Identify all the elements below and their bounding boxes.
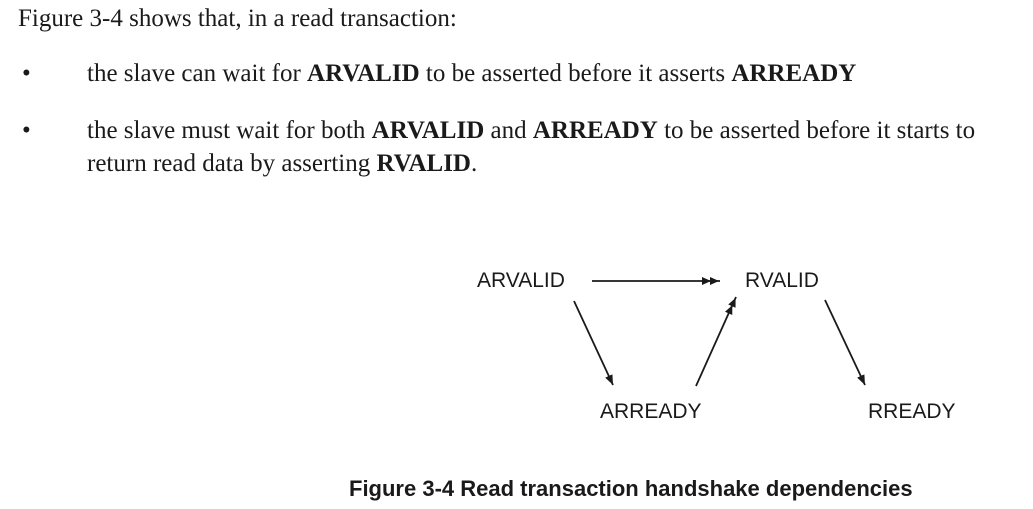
bullet-text-segment: the slave must wait for both	[87, 117, 372, 144]
bullet-text: the slave must wait for both ARVALID and…	[87, 114, 1022, 180]
bullet-text-segment-bold: ARVALID	[371, 117, 485, 144]
bullet-text-segment-bold: ARVALID	[307, 60, 420, 87]
node-rready: RREADY	[868, 400, 956, 423]
bullet-text-segment: and	[484, 117, 533, 144]
bullet-text-segment-bold: ARREADY	[731, 60, 857, 87]
node-arready: ARREADY	[600, 400, 702, 423]
edge-arvalid-to-arready	[573, 300, 614, 386]
bullet-text: the slave can wait for ARVALID to be ass…	[87, 57, 1022, 90]
bullet-marker: •	[22, 60, 31, 87]
figure-caption: Figure 3-4 Read transaction handshake de…	[349, 476, 913, 501]
edge-rvalid-to-rready	[824, 299, 866, 386]
bullet-text-segment: .	[471, 150, 478, 177]
intro-paragraph: Figure 3-4 shows that, in a read transac…	[18, 5, 457, 32]
bullet-text-segment-bold: RVALID	[376, 150, 471, 177]
edge-arready-to-rvalid	[695, 296, 737, 387]
node-rvalid: RVALID	[745, 269, 819, 292]
bullet-marker: •	[22, 117, 31, 144]
bullet-text-segment: to be asserted before it asserts	[419, 60, 732, 87]
node-arvalid: ARVALID	[477, 269, 565, 292]
bullet-text-segment-bold: ARREADY	[532, 117, 658, 144]
bullet-text-segment: the slave can wait for	[87, 60, 308, 87]
bullet-text-segment: to be asserted before it starts to retur…	[87, 117, 976, 177]
